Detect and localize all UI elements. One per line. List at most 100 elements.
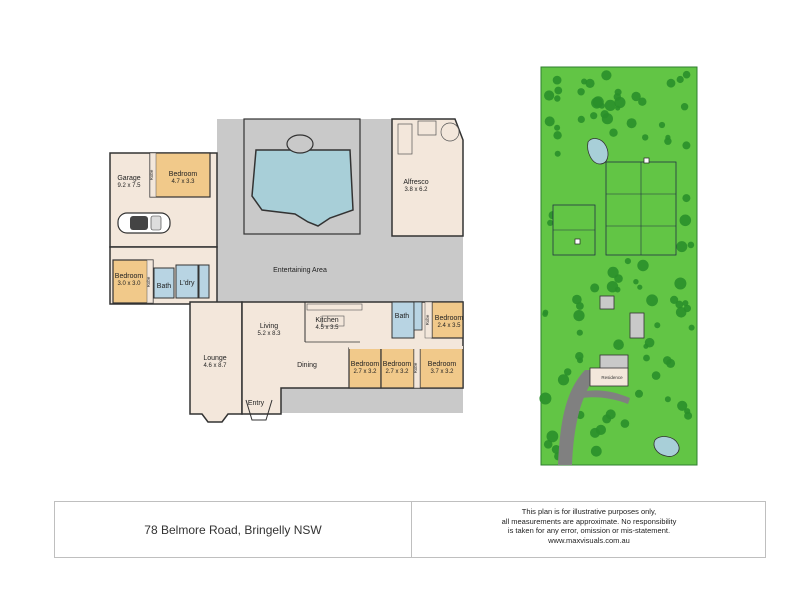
tree-icon — [601, 113, 614, 125]
site-plan: Residence — [539, 66, 698, 466]
tree-icon — [552, 75, 562, 85]
tree-icon — [643, 354, 650, 362]
tree-icon — [551, 445, 561, 454]
tree-icon — [676, 241, 688, 253]
tree-icon — [539, 392, 552, 405]
tree-icon — [637, 284, 643, 290]
tree-icon — [626, 118, 637, 129]
tree-icon — [598, 102, 605, 109]
room-dims: 2.7 x 3.2 — [353, 369, 377, 375]
disclaimer-text: This plan is for illustrative purposes o… — [412, 507, 766, 545]
tree-icon — [683, 304, 691, 313]
tree-icon — [590, 283, 600, 293]
tree-icon — [543, 440, 553, 449]
tree-icon — [658, 121, 666, 129]
tree-icon — [595, 424, 607, 435]
disclaimer-line: all measurements are approximate. No res… — [501, 516, 677, 526]
tree-icon — [631, 91, 641, 102]
tree-icon — [624, 258, 632, 265]
room-dims: 5.2 x 8.3 — [257, 331, 281, 337]
tree-icon — [544, 90, 555, 101]
footer-panel: 78 Belmore Road, Bringelly NSW This plan… — [54, 501, 766, 558]
room-name: Entertaining Area — [273, 267, 327, 274]
tree-icon — [553, 131, 562, 140]
main-house — [189, 301, 464, 423]
tree-icon — [643, 343, 649, 349]
disclaimer-line: This plan is for illustrative purposes o… — [521, 507, 657, 516]
tree-icon — [620, 419, 630, 428]
tree-icon — [674, 277, 687, 290]
tree-icon — [546, 430, 559, 443]
property-address: 78 Belmore Road, Bringelly NSW — [144, 522, 322, 537]
west-wing — [109, 246, 218, 305]
tree-icon — [604, 99, 616, 111]
room-name: Dining — [297, 362, 317, 369]
room-name: Bath — [395, 313, 410, 320]
room-name: Bedroom — [169, 171, 198, 178]
robe-label: Robe — [425, 314, 430, 325]
room-name: Living — [260, 323, 278, 330]
tree-icon — [554, 95, 561, 102]
tree-icon — [687, 241, 695, 249]
tree-icon — [575, 352, 584, 361]
room-labels: Garage 9.2 x 7.5 Bedroom 4.7 x 3.3 Robe … — [115, 169, 464, 407]
tree-icon — [682, 141, 691, 150]
room-name: Alfresco — [403, 179, 428, 186]
tree-icon — [542, 309, 549, 316]
room-dims: 9.2 x 7.5 — [117, 183, 141, 189]
tree-icon — [577, 88, 585, 96]
car-icon — [117, 212, 171, 234]
tree-icon — [607, 266, 619, 278]
tree-icon — [679, 214, 692, 227]
room-name: Garage — [117, 175, 140, 182]
pool — [243, 118, 361, 235]
alfresco-area — [391, 118, 464, 237]
room-name: Bedroom — [435, 315, 464, 322]
tree-icon — [590, 445, 602, 457]
website-link[interactable]: www.maxvisuals.com.au — [548, 535, 630, 545]
room-dims: 2.7 x 3.2 — [385, 369, 409, 375]
tree-icon — [564, 368, 572, 376]
tree-icon — [664, 137, 672, 145]
tree-icons — [539, 70, 695, 461]
garage-area — [109, 152, 218, 248]
tree-icon — [602, 414, 612, 424]
tree-icon — [646, 294, 658, 307]
footer-divider — [411, 502, 412, 557]
room-dims: 3.7 x 3.2 — [430, 369, 454, 375]
tree-icon — [609, 128, 618, 137]
residence-label: Residence — [601, 375, 623, 380]
tree-icon — [637, 259, 649, 272]
tree-icon — [670, 295, 679, 304]
tree-icon — [554, 86, 563, 95]
tree-icon — [666, 358, 676, 368]
tree-icon — [613, 93, 621, 101]
tree-icon — [601, 70, 612, 81]
tree-icon — [675, 300, 684, 309]
tree-icon — [572, 294, 582, 305]
room-name: Entry — [248, 400, 265, 407]
disclaimer-line: is taken for any error, omission or mis-… — [507, 526, 671, 535]
tree-icon — [590, 112, 598, 120]
room-dims: 4.5 x 3.5 — [315, 325, 339, 331]
room-dims: 4.6 x 8.7 — [203, 363, 227, 369]
tree-icon — [682, 194, 691, 203]
tree-icon — [554, 124, 561, 131]
tree-icon — [557, 374, 570, 386]
tree-icon — [544, 116, 555, 127]
tree-icon — [615, 105, 621, 111]
tree-icon — [684, 408, 691, 415]
tree-icon — [633, 279, 639, 285]
tree-icon — [664, 396, 671, 403]
tree-icon — [682, 70, 691, 79]
room-name: Bedroom — [351, 361, 380, 368]
tree-icon — [680, 103, 689, 111]
tree-icon — [635, 389, 643, 398]
tree-icon — [606, 281, 619, 293]
room-dims: 2.4 x 3.5 — [437, 323, 461, 329]
tree-icon — [688, 324, 695, 331]
room-name: Lounge — [203, 355, 226, 362]
robe-label: Robe — [149, 169, 154, 180]
